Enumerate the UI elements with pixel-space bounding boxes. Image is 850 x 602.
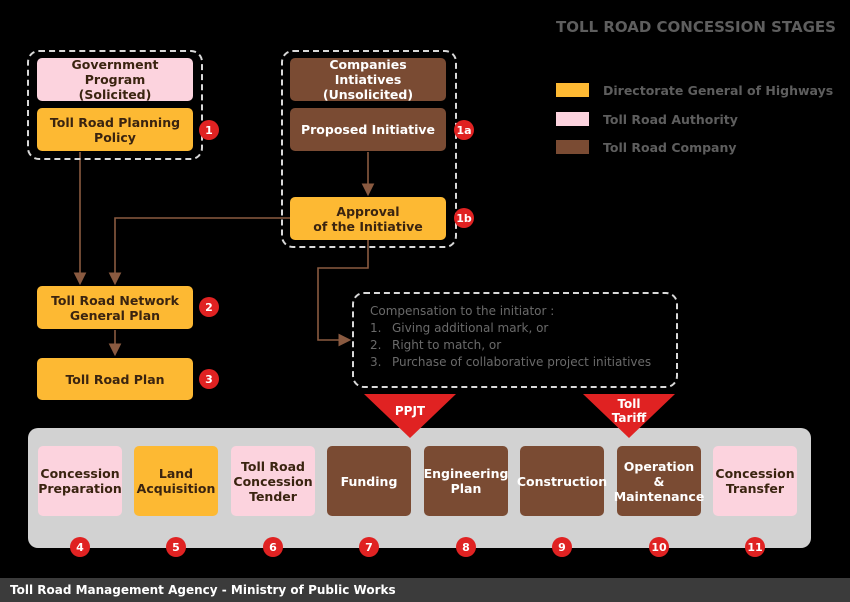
legend-label-company: Toll Road Company — [603, 140, 737, 155]
badge-3: 3 — [199, 369, 219, 389]
stage-concession-transfer: Concession Transfer — [713, 446, 797, 516]
legend-label-authority: Toll Road Authority — [603, 112, 738, 127]
footer-bar — [0, 578, 850, 602]
footer-text: Toll Road Management Agency - Ministry o… — [10, 583, 396, 597]
stage-concession-tender: Toll Road Concession Tender — [231, 446, 315, 516]
badge-1a: 1a — [454, 120, 474, 140]
compensation-item: 2.Right to match, or — [370, 338, 502, 352]
badge-6: 6 — [263, 537, 283, 557]
stage-engineering-plan: Engineering Plan — [424, 446, 508, 516]
planning-policy-node: Toll Road Planning Policy — [37, 108, 193, 151]
proposed-initiative-node: Proposed Initiative — [290, 108, 446, 151]
toll-road-plan-node: Toll Road Plan — [37, 358, 193, 400]
ppjt-marker — [364, 394, 456, 438]
diagram-title: TOLL ROAD CONCESSION STAGES — [556, 18, 836, 36]
badge-8: 8 — [456, 537, 476, 557]
arrow-approval-to-network — [108, 217, 290, 286]
badge-4: 4 — [70, 537, 90, 557]
stage-construction: Construction — [517, 446, 607, 516]
stage-concession-preparation: Concession Preparation — [38, 446, 122, 516]
compensation-title: Compensation to the initiator : — [370, 304, 555, 318]
badge-1b: 1b — [454, 208, 474, 228]
stage-land-acquisition: Land Acquisition — [134, 446, 218, 516]
approval-node: Approval of the Initiative — [290, 197, 446, 240]
compensation-item: 1.Giving additional mark, or — [370, 321, 549, 335]
stage-funding: Funding — [327, 446, 411, 516]
badge-10: 10 — [649, 537, 669, 557]
arrow-approval-to-compensation — [317, 240, 369, 347]
legend-label-directorate: Directorate General of Highways — [603, 83, 834, 98]
badge-7: 7 — [359, 537, 379, 557]
government-program-node: Government Program (Solicited) — [37, 57, 193, 102]
badge-11: 11 — [745, 537, 765, 557]
toll-tariff-label: Toll Tariff — [611, 397, 647, 425]
solicited-group — [27, 50, 203, 160]
legend-swatch-authority — [556, 112, 589, 126]
toll-tariff-marker — [583, 394, 675, 438]
legend-swatch-company — [556, 140, 589, 154]
compensation-box — [352, 292, 678, 388]
compensation-item: 3.Purchase of collaborative project init… — [370, 355, 652, 369]
legend-swatch-directorate — [556, 83, 589, 97]
badge-2: 2 — [199, 297, 219, 317]
unsolicited-group — [281, 50, 457, 248]
badge-5: 5 — [166, 537, 186, 557]
ppjt-label: PPJT — [394, 404, 426, 418]
stage-operation-maintenance: Operation & Maintenance — [614, 446, 704, 516]
badge-9: 9 — [552, 537, 572, 557]
network-plan-node: Toll Road Network General Plan — [37, 286, 193, 329]
companies-initiatives-node: Companies Intiatives (Unsolicited) — [290, 57, 446, 102]
badge-1: 1 — [199, 120, 219, 140]
